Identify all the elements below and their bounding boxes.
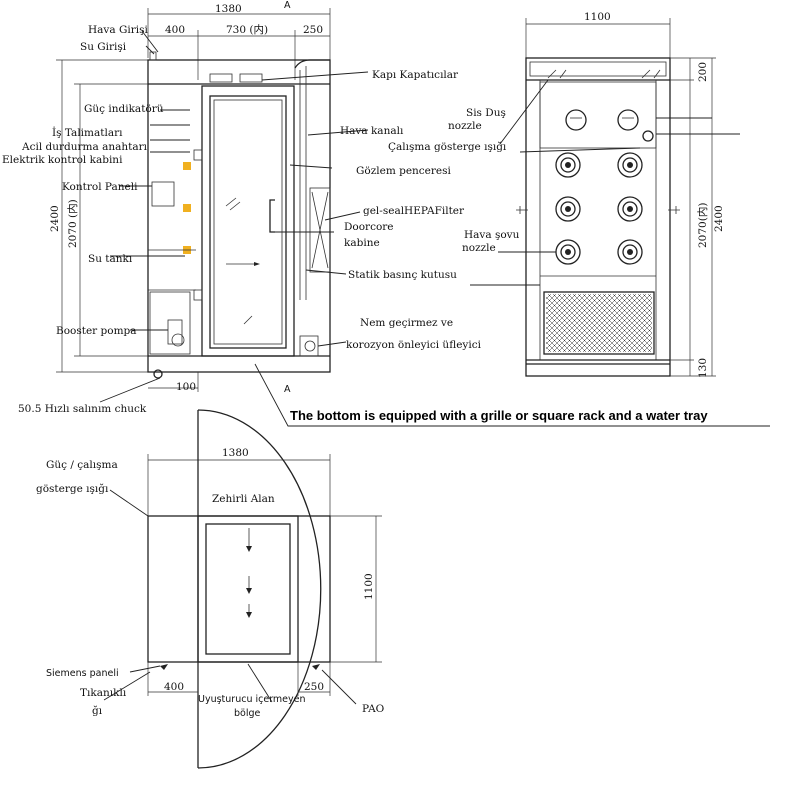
door-closer <box>209 73 233 83</box>
indicator-light <box>183 162 191 170</box>
label-gosterge-isigi: gösterge ışığı <box>36 482 109 495</box>
label-gozlem-penceresi: Gözlem penceresi <box>356 165 452 177</box>
door-handle <box>269 199 275 233</box>
gauge-left <box>565 109 587 131</box>
control-panel <box>151 181 175 207</box>
dim-front-top: 200 <box>697 62 709 82</box>
label-calisma-isigi: Çalışma gösterge ışığı <box>388 140 507 153</box>
section-marker-bottom: A <box>284 384 291 395</box>
work-indicator-light <box>642 130 654 142</box>
label-elektrik-kabini: Elektrik kontrol kabini <box>2 154 123 166</box>
nozzle <box>617 152 643 178</box>
dim-plan-left: 400 <box>164 681 184 693</box>
plan-outline <box>147 515 331 663</box>
grille-note: The bottom is equipped with a grille or … <box>290 408 708 423</box>
nozzle <box>555 239 581 265</box>
label-chuck: 50.5 Hızlı salınım chuck <box>18 403 147 415</box>
label-guc-calisma: Güç / çalışma <box>46 459 118 471</box>
dim-left: 400 <box>165 24 185 36</box>
label-doorcore: Doorcore <box>344 221 394 233</box>
label-kapi-kapaticilar: Kapı Kapatıcılar <box>372 69 459 81</box>
grille-note-leader <box>254 363 770 427</box>
dim-plan-depth: 1100 <box>363 573 375 600</box>
label-kabine: kabine <box>344 237 380 249</box>
front-view: 1100 <box>388 11 740 378</box>
side-view: 1380 400 730 (内) 250 A A 2400 2070 (内) <box>2 0 770 427</box>
nozzle <box>555 152 581 178</box>
hepa-filter <box>309 187 331 273</box>
dim-bottom-offset: 100 <box>176 381 196 393</box>
door-swing-arc <box>197 409 322 769</box>
inlet-pipe <box>149 51 157 61</box>
dim-total-width: 1380 <box>215 3 242 15</box>
label-bolge: bölge <box>234 708 261 719</box>
dim-middle: 730 (内) <box>226 23 268 36</box>
dim-front-width: 1100 <box>584 11 611 23</box>
label-korozyon: korozyon önleyici üfleyici <box>346 339 482 351</box>
label-hava-kanali: Hava kanalı <box>340 125 404 137</box>
booster-pump <box>149 291 191 355</box>
nozzle-grid <box>555 152 643 265</box>
label-zehirli-alan: Zehirli Alan <box>212 493 275 505</box>
dim-height-total: 2400 <box>49 205 61 232</box>
dim-front-total: 2400 <box>713 205 725 232</box>
label-sis-dus: Sis Duş <box>466 107 506 119</box>
label-guc-indikatoru: Güç indikatörü <box>84 103 164 115</box>
label-siemens: Siemens paneli <box>46 668 119 679</box>
label-hava-girisi: Hava Girişi <box>88 24 148 36</box>
label-statik-basinc: Statik basınç kutusu <box>348 269 457 281</box>
label-hava-sovu: Hava şovu <box>464 229 520 241</box>
label-nem-gecirmez: Nem geçirmez ve <box>360 317 453 329</box>
air-duct <box>299 66 307 300</box>
bottom-grille <box>543 291 655 355</box>
section-marker-top: A <box>284 0 291 11</box>
label-booster-pompa: Booster pompa <box>56 325 137 337</box>
nozzle <box>617 196 643 222</box>
siemens-marker <box>160 664 168 670</box>
door-window <box>209 95 287 349</box>
label-gi: ğı <box>92 704 103 717</box>
plan-view: 1380 1100 400 250 Güç / çalışma göster <box>36 409 385 769</box>
nozzle <box>617 239 643 265</box>
label-sis-dus-nozzle: nozzle <box>448 120 482 132</box>
front-body <box>525 57 671 377</box>
label-su-tanki: Su tankı <box>88 253 133 265</box>
dim-height-inner: 2070 (内) <box>66 199 79 248</box>
label-gel-seal: gel-sealHEPAFilter <box>363 205 465 217</box>
dim-right: 250 <box>303 24 323 36</box>
door-frame <box>201 85 295 357</box>
dim-plan-width: 1380 <box>222 447 249 459</box>
plan-chamber <box>197 515 299 663</box>
label-uyusturucu: Uyuşturucu içermeyen <box>198 694 306 705</box>
cabinet-body <box>147 59 331 373</box>
quick-chuck <box>153 369 163 379</box>
label-hava-sovu-nozzle: nozzle <box>462 242 496 254</box>
nozzle <box>555 196 581 222</box>
label-pao: PAO <box>362 703 385 715</box>
dim-plan-right: 250 <box>304 681 324 693</box>
label-tikanikli: Tıkanıklı <box>80 687 127 699</box>
label-su-girisi: Su Girişi <box>80 41 127 53</box>
label-kontrol-paneli: Kontrol Paneli <box>62 181 138 193</box>
dim-front-inner: 2070(内) <box>696 203 709 248</box>
dim-front-bottom: 130 <box>697 358 709 378</box>
label-acil-durdurma: Acil durdurma anahtarı <box>21 141 148 153</box>
label-is-talimatlari: İş Talimatları <box>52 125 123 139</box>
gauge-right <box>617 109 639 131</box>
